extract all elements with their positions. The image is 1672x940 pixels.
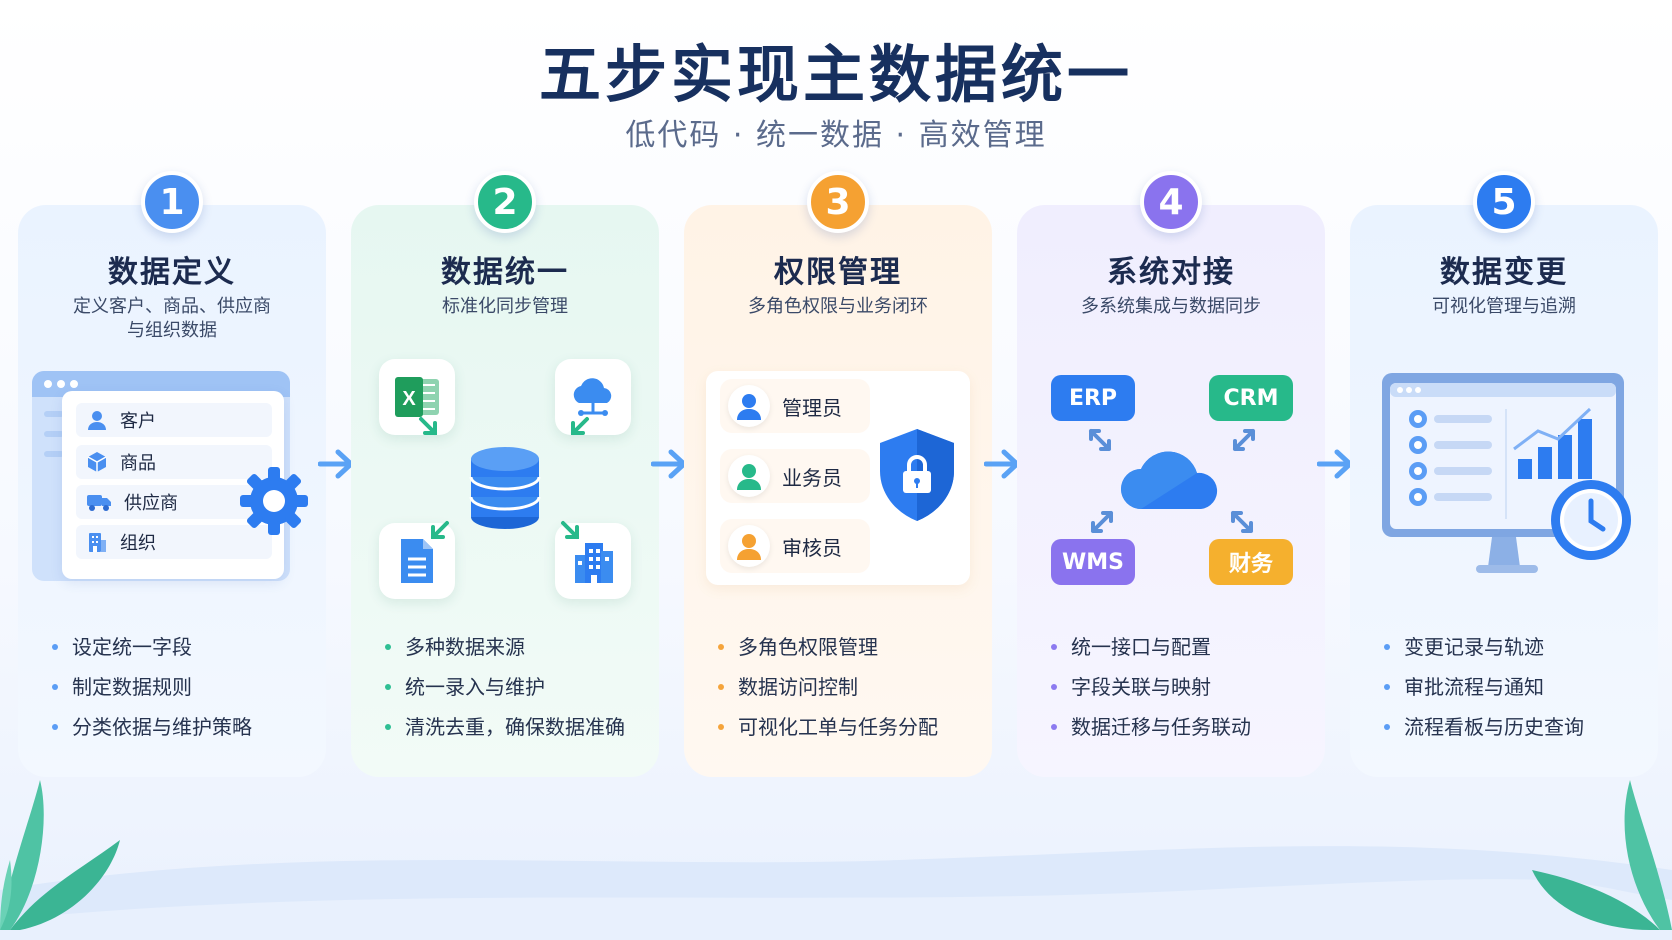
svg-text:X: X: [402, 388, 416, 410]
bullet-item: 分类依据与维护策略: [52, 707, 316, 747]
cloud-source-tile: [555, 359, 631, 435]
building-icon: [89, 533, 106, 552]
step-card-4: 4 系统对接 多系统集成与数据同步 ERP CRM WMS 财务 统一接口与配: [1017, 171, 1325, 777]
bullet-item: 变更记录与轨迹: [1384, 627, 1648, 667]
step-bullets: 变更记录与轨迹 审批流程与通知 流程看板与历史查询: [1384, 627, 1648, 747]
connection-arrows-icon: [1089, 429, 1255, 533]
step-subtitle-line-1: 定义客户、商品、供应商: [73, 296, 271, 317]
list-item-label: 商品: [120, 453, 156, 474]
finance-system-badge: 财务: [1209, 539, 1293, 585]
step-number-badge: 1: [141, 171, 203, 233]
bullet-item: 数据访问控制: [718, 667, 982, 707]
gear-icon: [240, 467, 308, 535]
step-title: 权限管理: [774, 255, 902, 290]
step-card-5: 5 数据变更 可视化管理与追溯: [1350, 171, 1658, 777]
bullet-item: 审批流程与通知: [1384, 667, 1648, 707]
list-item: 客户: [76, 403, 272, 437]
bullet-item: 统一接口与配置: [1051, 627, 1315, 667]
list-item: 供应商: [76, 485, 272, 519]
role-list-panel: 管理员 业务员 审核员: [706, 371, 970, 585]
role-item: 审核员: [720, 519, 870, 573]
system-integration-illustration: ERP CRM WMS 财务: [1017, 355, 1325, 615]
bullet-item: 多角色权限管理: [718, 627, 982, 667]
customer-icon: [88, 411, 106, 430]
data-unification-illustration: X: [351, 355, 659, 615]
list-item: 组织: [76, 525, 272, 559]
role-label: 管理员: [782, 395, 842, 420]
role-item: 管理员: [720, 379, 870, 433]
bullet-item: 多种数据来源: [385, 627, 649, 667]
bullet-item: 清洗去重，确保数据准确: [385, 707, 649, 747]
step-bullets: 设定统一字段 制定数据规则 分类依据与维护策略: [52, 627, 316, 747]
entity-list-panel: 客户 商品 供应商 组织: [62, 391, 284, 579]
truck-icon: [87, 495, 111, 511]
footer-wave-decoration: [0, 846, 1672, 940]
step-title: 数据定义: [108, 255, 236, 290]
excel-source-tile: X: [379, 359, 455, 435]
step-bullets: 多种数据来源 统一录入与维护 清洗去重，确保数据准确: [385, 627, 649, 747]
bullet-item: 制定数据规则: [52, 667, 316, 707]
bullet-item: 设定统一字段: [52, 627, 316, 667]
step-card-2: 2 数据统一 标准化同步管理 X: [351, 171, 659, 777]
sales-avatar-icon: [728, 455, 770, 497]
clock-icon: [1551, 480, 1631, 560]
wms-system-badge: WMS: [1051, 539, 1135, 585]
step-number-badge: 2: [474, 171, 536, 233]
page-subtitle: 低代码 · 统一数据 · 高效管理: [625, 118, 1047, 153]
step-number-badge: 3: [807, 171, 869, 233]
page-title: 五步实现主数据统一: [538, 38, 1133, 111]
permission-illustration: 管理员 业务员 审核员: [684, 355, 992, 615]
step-subtitle: 多系统集成与数据同步: [1081, 296, 1261, 317]
bullet-item: 数据迁移与任务联动: [1051, 707, 1315, 747]
shield-lock-icon: [880, 429, 954, 521]
step-bullets: 统一接口与配置 字段关联与映射 数据迁移与任务联动: [1051, 627, 1315, 747]
monitor-dashboard-icon: [1382, 373, 1624, 573]
list-item: 商品: [76, 445, 272, 479]
bullet-item: 统一录入与维护: [385, 667, 649, 707]
step-subtitle: 多角色权限与业务闭环: [748, 296, 928, 317]
admin-avatar-icon: [728, 385, 770, 427]
step-card-1: 1 数据定义 定义客户、商品、供应商 与组织数据 客户: [18, 171, 326, 777]
step-subtitle: 标准化同步管理: [442, 296, 568, 317]
erp-system-badge: ERP: [1051, 375, 1135, 421]
document-icon: [401, 539, 433, 583]
crm-system-badge: CRM: [1209, 375, 1293, 421]
list-item-label: 组织: [120, 533, 156, 554]
excel-icon: X: [395, 377, 439, 417]
list-item-label: 供应商: [124, 493, 178, 514]
database-icon: [469, 447, 541, 529]
sync-arrows-icon: [419, 417, 589, 539]
box-icon: [87, 452, 107, 472]
leaf-plant-decoration-left: [0, 780, 120, 930]
data-definition-illustration: 客户 商品 供应商 组织: [18, 355, 326, 615]
bullet-item: 字段关联与映射: [1051, 667, 1315, 707]
step-subtitle-line-2: 与组织数据: [127, 320, 217, 341]
list-item-label: 客户: [120, 411, 156, 432]
step-title: 系统对接: [1107, 255, 1235, 290]
bullet-item: 流程看板与历史查询: [1384, 707, 1648, 747]
step-title: 数据统一: [441, 255, 569, 290]
reviewer-avatar-icon: [728, 525, 770, 567]
step-number-badge: 4: [1140, 171, 1202, 233]
role-label: 审核员: [782, 535, 842, 560]
cloud-network-icon: [573, 378, 612, 416]
role-label: 业务员: [782, 465, 842, 490]
step-bullets: 多角色权限管理 数据访问控制 可视化工单与任务分配: [718, 627, 982, 747]
leaf-plant-decoration-right: [1532, 780, 1672, 930]
role-item: 业务员: [720, 449, 870, 503]
step-number-badge: 5: [1473, 171, 1535, 233]
step-card-3: 3 权限管理 多角色权限与业务闭环 管理员 业务员: [684, 171, 992, 777]
step-title: 数据变更: [1440, 255, 1568, 290]
cloud-icon: [1121, 451, 1218, 509]
change-tracking-illustration: [1350, 355, 1658, 615]
step-subtitle: 可视化管理与追溯: [1432, 296, 1576, 317]
step-subtitle: 定义客户、商品、供应商 与组织数据: [48, 295, 296, 343]
office-building-icon: [575, 543, 613, 583]
bullet-item: 可视化工单与任务分配: [718, 707, 982, 747]
